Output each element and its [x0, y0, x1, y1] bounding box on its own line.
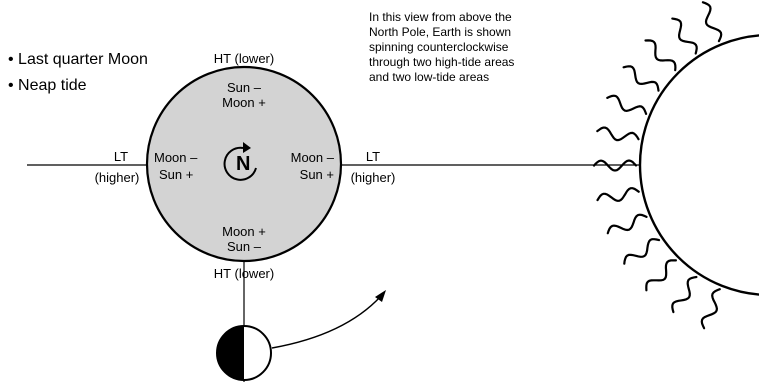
sun-ray — [672, 19, 696, 54]
right-tide-label: LT — [338, 149, 408, 164]
sun-ray — [608, 215, 647, 234]
top-tide-label: HT (lower) — [194, 51, 294, 66]
sun-ray — [598, 188, 639, 201]
sun-ray — [672, 277, 696, 312]
bottom-moon-label: Moon + — [204, 224, 284, 239]
caption-note: In this view from above the North Pole, … — [369, 10, 514, 85]
right-moon-label: Moon – — [264, 150, 334, 165]
bullet-neap-tide: • Neap tide — [8, 76, 87, 96]
top-moon-label: Moon + — [204, 95, 284, 110]
bullet-last-quarter: • Last quarter Moon — [8, 50, 148, 70]
sun-ray — [624, 239, 659, 264]
left-moon-label: Moon – — [154, 150, 197, 165]
sun-ray — [646, 260, 676, 290]
right-sun-label: Sun + — [264, 167, 334, 182]
sun-ray — [607, 96, 646, 114]
sun-ray — [624, 66, 659, 90]
sun-ray — [597, 128, 638, 141]
bottom-sun-label: Sun – — [204, 239, 284, 254]
orbit-arrow-icon — [272, 290, 386, 348]
bottom-tide-label: HT (lower) — [194, 266, 294, 281]
caption-line: through two high-tide areas — [369, 55, 514, 70]
top-sun-label: Sun – — [204, 80, 284, 95]
sun-ray — [702, 289, 720, 328]
caption-line: North Pole, Earth is shown — [369, 25, 514, 40]
left-tide-label: LT — [86, 149, 156, 164]
sun-ray — [646, 40, 676, 70]
left-tide-sub-label: (higher) — [80, 170, 154, 185]
moon-phase-icon — [217, 326, 271, 380]
right-tide-sub-label: (higher) — [338, 170, 408, 185]
caption-line: spinning counterclockwise — [369, 40, 514, 55]
caption-line: and two low-tide areas — [369, 70, 514, 85]
caption-line: In this view from above the — [369, 10, 514, 25]
left-sun-label: Sun + — [159, 167, 193, 182]
sun-ray — [703, 2, 721, 41]
north-pole-label: N — [236, 153, 250, 175]
